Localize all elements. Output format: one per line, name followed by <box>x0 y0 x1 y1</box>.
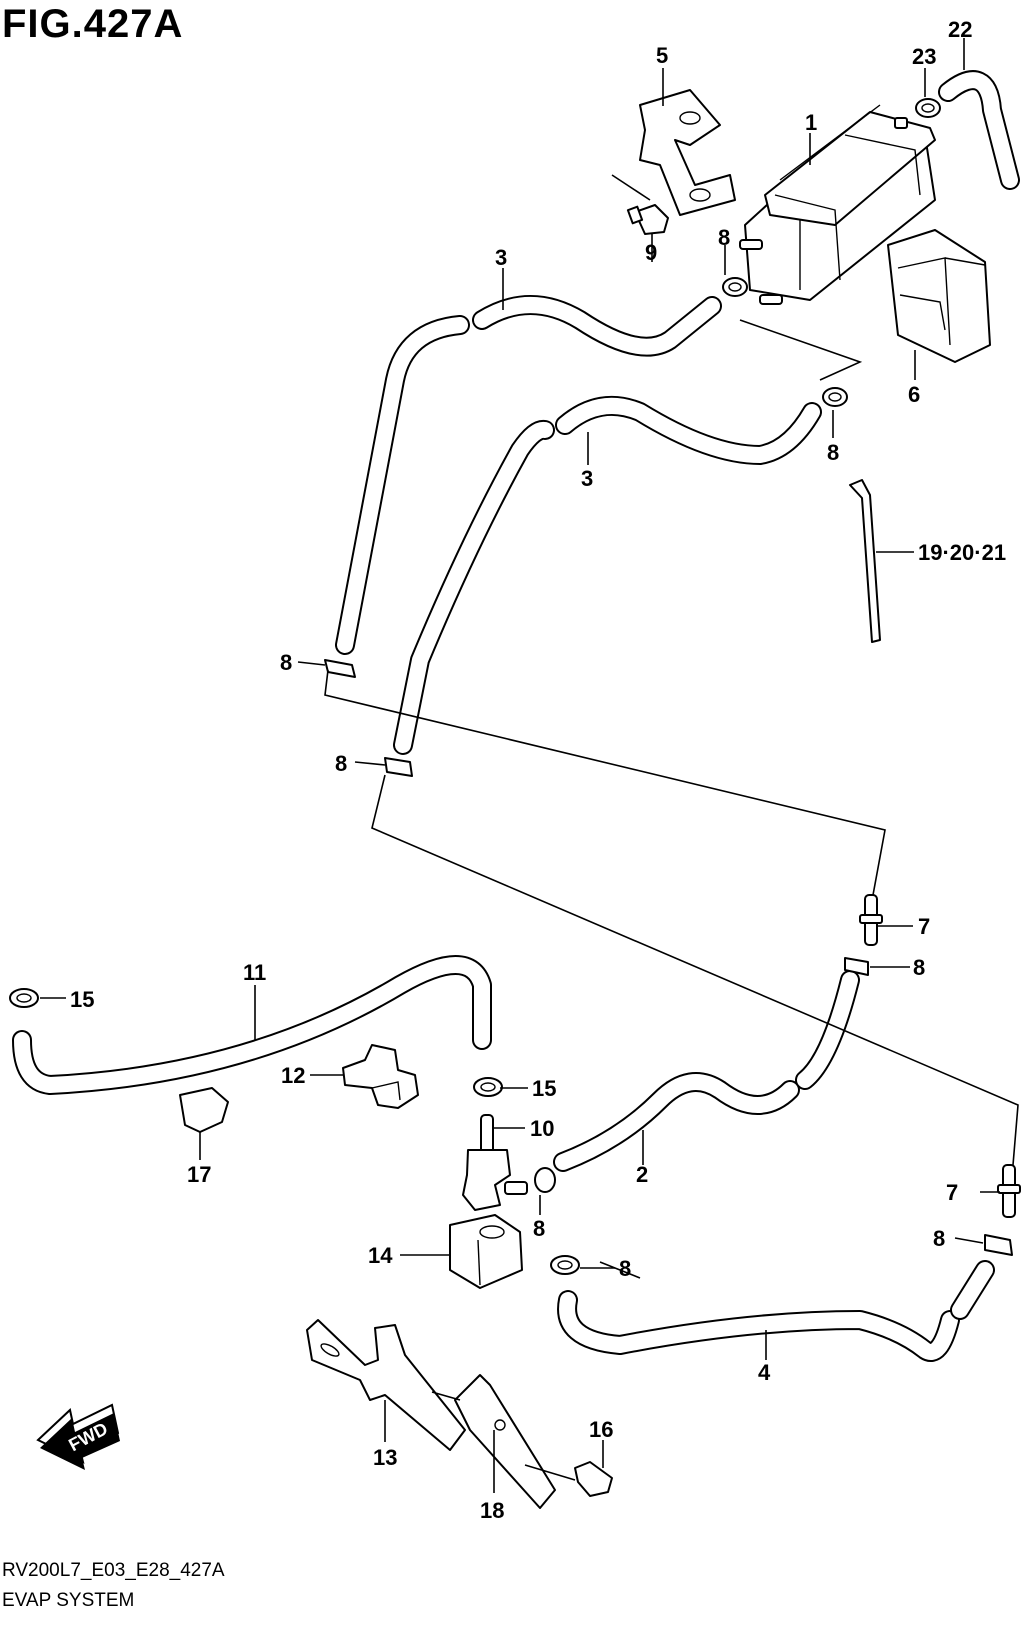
canister-1 <box>739 104 936 305</box>
cover-6 <box>887 229 991 363</box>
clamp-15-left <box>9 988 39 1008</box>
clamp-8-right <box>822 387 848 407</box>
callout-15-left: 15 <box>70 987 94 1012</box>
clamp-8-mid <box>844 957 869 976</box>
callout-7-upper: 7 <box>918 914 930 939</box>
callout-8-canister: 8 <box>718 225 730 250</box>
clamp-8-left-lower <box>384 757 413 777</box>
figure-title: FIG.427A <box>2 2 184 46</box>
callout-6: 6 <box>908 382 920 407</box>
cable-tie-19-20-21 <box>849 479 881 643</box>
clamp-8-valve <box>534 1167 556 1193</box>
callout-2: 2 <box>636 1162 648 1187</box>
callout-18: 18 <box>480 1498 504 1523</box>
clamp-15-right <box>473 1077 503 1097</box>
leader-lines <box>40 38 1000 1493</box>
clamp-8-left-upper <box>324 659 356 678</box>
callout-8-far-right: 8 <box>933 1226 945 1251</box>
callout-13: 13 <box>373 1445 397 1470</box>
callout-8-left-upper: 8 <box>280 650 292 675</box>
bolt-9 <box>626 204 669 235</box>
bolt-16 <box>574 1461 613 1497</box>
callout-3-upper: 3 <box>495 245 507 270</box>
clamp-23 <box>915 98 941 118</box>
clamp-8-lower <box>550 1255 580 1275</box>
hose-3-lower <box>393 395 822 755</box>
hose-4 <box>557 1260 995 1362</box>
damper-14 <box>449 1214 523 1289</box>
callout-8-lower: 8 <box>619 1256 631 1281</box>
callout-15-right: 15 <box>532 1076 556 1101</box>
clip-17 <box>179 1087 229 1133</box>
hose-11 <box>12 955 492 1095</box>
clip-12 <box>342 1044 419 1109</box>
callout-labels: 22 5 23 1 8 9 3 6 8 3 19·20·21 8 8 7 8 1… <box>70 17 1006 1523</box>
callout-19-20-21: 19·20·21 <box>918 540 1006 565</box>
connector-7-upper <box>859 894 883 946</box>
callout-8-left-lower: 8 <box>335 751 347 776</box>
callout-7-lower: 7 <box>946 1180 958 1205</box>
figure-system-name: EVAP SYSTEM <box>2 1590 135 1611</box>
callout-11: 11 <box>243 960 266 985</box>
callout-5: 5 <box>656 43 668 68</box>
callout-12: 12 <box>281 1063 305 1088</box>
hose-2 <box>553 970 860 1172</box>
bracket-18 <box>454 1374 556 1509</box>
callout-22: 22 <box>948 17 972 42</box>
hose-22 <box>938 70 1020 190</box>
callout-10: 10 <box>530 1116 554 1141</box>
callout-3-lower: 3 <box>581 466 593 491</box>
bracket-5 <box>639 89 736 216</box>
fwd-arrow-icon: FWD <box>36 1403 120 1470</box>
callout-4: 4 <box>758 1360 771 1385</box>
callout-8-right: 8 <box>827 440 839 465</box>
assembly-lines <box>324 174 1019 1481</box>
figure-code: RV200L7_E03_E28_427A <box>2 1560 225 1581</box>
valve-10 <box>462 1114 528 1211</box>
callout-17: 17 <box>187 1162 211 1187</box>
callout-9: 9 <box>645 240 657 265</box>
callout-14: 14 <box>368 1243 393 1268</box>
callout-16: 16 <box>589 1417 613 1442</box>
connector-7-lower <box>997 1164 1021 1218</box>
clamp-8-canister <box>722 277 748 297</box>
callout-23: 23 <box>912 44 936 69</box>
clamp-8-far-right <box>984 1234 1013 1256</box>
callout-8-valve: 8 <box>533 1216 545 1241</box>
hose-3-upper <box>335 295 722 655</box>
callout-8-mid: 8 <box>913 955 925 980</box>
bracket-13 <box>306 1319 466 1451</box>
callout-1: 1 <box>805 110 817 135</box>
